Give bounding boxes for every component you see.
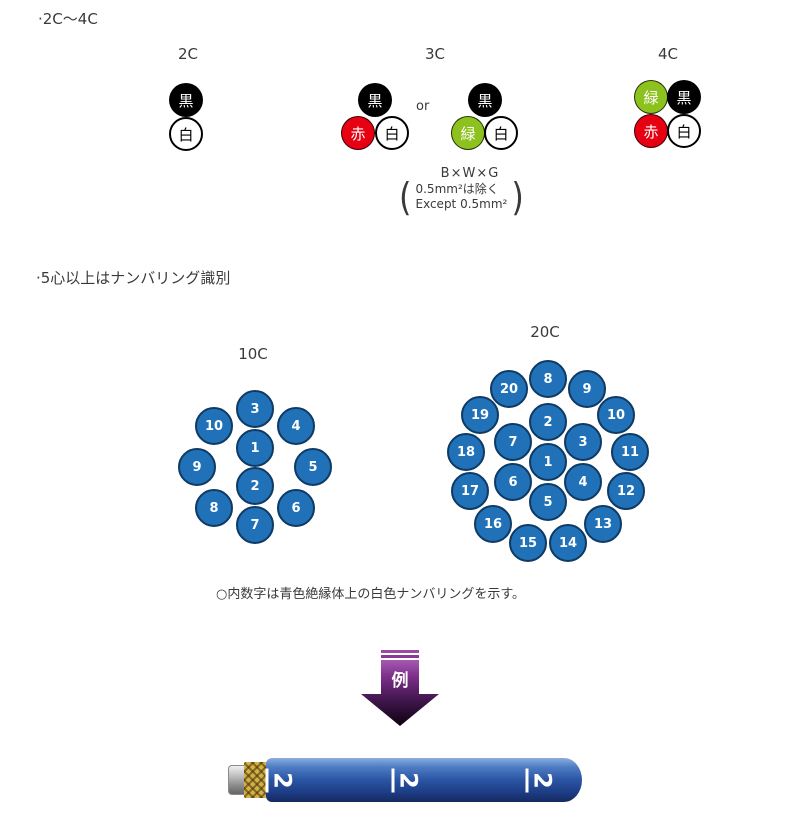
numbered-core-8: 8 bbox=[529, 360, 567, 398]
numbered-core-6: 6 bbox=[277, 489, 315, 527]
cable-jacket: 2 2 2 bbox=[265, 758, 582, 802]
core-circle-green: 緑 bbox=[634, 80, 668, 114]
close-paren: ) bbox=[511, 174, 524, 220]
numbered-core-17: 17 bbox=[451, 472, 489, 510]
example-arrow: 例 bbox=[361, 650, 439, 726]
numbered-core-10: 10 bbox=[195, 407, 233, 445]
cable-braid-section bbox=[244, 762, 270, 798]
numbered-core-7: 7 bbox=[236, 506, 274, 544]
core-circle-black: 黒 bbox=[468, 83, 502, 117]
label-2c: 2C bbox=[177, 45, 199, 63]
or-text: or bbox=[416, 99, 430, 114]
label-10c: 10C bbox=[238, 345, 268, 363]
numbered-core-10: 10 bbox=[597, 396, 635, 434]
formula-note-en: Except 0.5mm² bbox=[415, 197, 508, 211]
label-4c: 4C bbox=[657, 45, 679, 63]
core-circle-white: 白 bbox=[667, 114, 701, 148]
numbered-core-1: 1 bbox=[236, 429, 274, 467]
numbered-core-16: 16 bbox=[474, 505, 512, 543]
numbered-core-12: 12 bbox=[607, 472, 645, 510]
arrow-stripe bbox=[381, 650, 419, 653]
core-circle-white: 白 bbox=[375, 116, 409, 150]
open-paren: ( bbox=[399, 174, 412, 220]
numbered-core-3: 3 bbox=[564, 423, 602, 461]
numbered-core-9: 9 bbox=[178, 448, 216, 486]
label-3c: 3C bbox=[424, 45, 446, 63]
label-20c: 20C bbox=[530, 323, 560, 341]
core-circle-black: 黒 bbox=[358, 83, 392, 117]
numbered-core-20: 20 bbox=[490, 370, 528, 408]
section1-heading: ·2C〜4C bbox=[38, 10, 98, 28]
core-circle-red: 赤 bbox=[341, 116, 375, 150]
numbered-core-19: 19 bbox=[461, 396, 499, 434]
core-circle-white: 白 bbox=[484, 116, 518, 150]
numbered-core-5: 5 bbox=[294, 448, 332, 486]
cable-number-mark: 2 bbox=[265, 768, 297, 793]
color-code-formula: B×W×G bbox=[440, 166, 500, 181]
numbered-core-11: 11 bbox=[611, 433, 649, 471]
numbered-core-18: 18 bbox=[447, 433, 485, 471]
numbered-core-2: 2 bbox=[236, 467, 274, 505]
cable-number-mark: 2 bbox=[525, 768, 557, 793]
numbered-core-1: 1 bbox=[529, 443, 567, 481]
numbered-core-9: 9 bbox=[568, 370, 606, 408]
cable-illustration: 2 2 2 bbox=[228, 758, 588, 802]
numbered-core-7: 7 bbox=[494, 423, 532, 461]
formula-note-jp: 0.5mm²は除く bbox=[415, 182, 499, 196]
numbered-core-8: 8 bbox=[195, 489, 233, 527]
core-circle-white: 白 bbox=[169, 117, 203, 151]
core-circle-black: 黒 bbox=[667, 80, 701, 114]
numbered-core-6: 6 bbox=[494, 463, 532, 501]
numbering-note: ○内数字は青色絶縁体上の白色ナンバリングを示す。 bbox=[216, 587, 526, 602]
formula-exception-note: ( 0.5mm²は除く Except 0.5mm² ) bbox=[399, 174, 524, 220]
numbered-core-4: 4 bbox=[564, 463, 602, 501]
numbered-core-13: 13 bbox=[584, 505, 622, 543]
section2-heading: ·5心以上はナンバリング識別 bbox=[36, 269, 231, 287]
numbered-core-5: 5 bbox=[529, 483, 567, 521]
arrow-stripe bbox=[381, 655, 419, 658]
core-circle-black: 黒 bbox=[169, 83, 203, 117]
cable-number-mark: 2 bbox=[391, 768, 423, 793]
arrow-label: 例 bbox=[392, 670, 409, 691]
numbered-core-3: 3 bbox=[236, 390, 274, 428]
down-arrow-body bbox=[361, 660, 439, 726]
core-circle-green: 緑 bbox=[451, 116, 485, 150]
numbered-core-4: 4 bbox=[277, 407, 315, 445]
numbered-core-2: 2 bbox=[529, 403, 567, 441]
numbered-core-15: 15 bbox=[509, 524, 547, 562]
core-circle-red: 赤 bbox=[634, 114, 668, 148]
numbered-core-14: 14 bbox=[549, 524, 587, 562]
